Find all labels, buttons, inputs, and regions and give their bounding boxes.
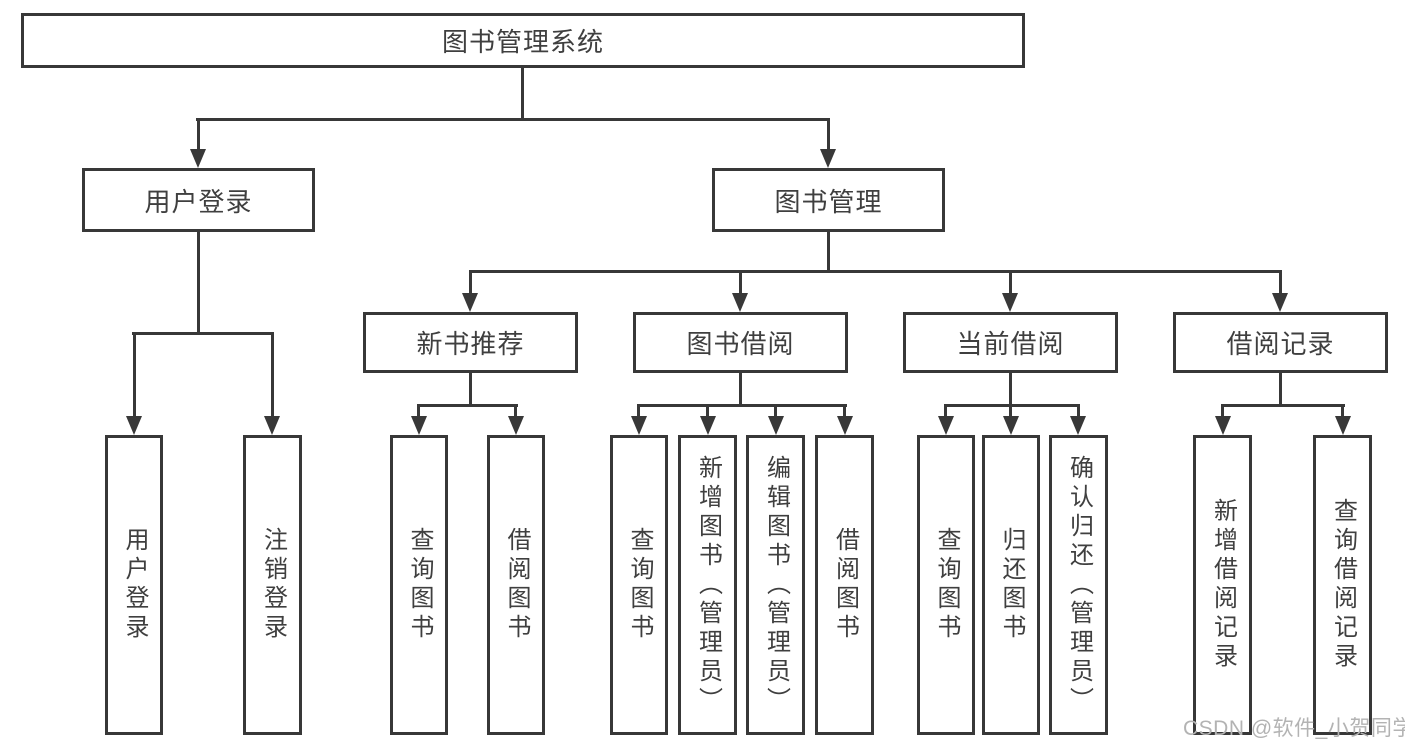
connector-leaf-drop [271,332,274,417]
connector-leaf-drop [1009,404,1012,418]
arrow-down-icon [126,416,142,435]
connector-root-stem [521,68,524,121]
leaf-label: 查询图书 [626,527,653,643]
arrow-down-icon [462,293,478,312]
arrow-down-icon [1272,293,1288,312]
arrow-down-icon [768,416,784,435]
connector-leaf-drop [843,404,846,418]
leaf-label: 查询借阅记录 [1329,498,1357,672]
arrow-down-icon [837,416,853,435]
node-user-login: 用户登录 [82,168,315,232]
arrow-down-icon [820,149,836,168]
arrow-down-icon [1215,416,1231,435]
arrow-down-icon [1003,416,1019,435]
connector-l3-drop [469,270,472,295]
leaf-label: 用户登录 [121,527,148,643]
csdn-watermark: CSDN @软件_小贺同学 [1183,717,1405,740]
node-label: 借阅记录 [1226,329,1335,359]
connector-bookmgmt-rail [469,270,1282,273]
arrow-down-icon [938,416,954,435]
node-label: 图书管理 [774,186,883,217]
node-label: 新书推荐 [416,329,525,359]
leaf-query-books-current: 查询图书 [917,435,975,735]
node-borrow-records: 借阅记录 [1173,312,1388,373]
node-label: 图书管理系统 [441,27,604,57]
leaf-add-borrow-record: 新增借阅记录 [1193,435,1252,735]
leaf-label: 编辑图书（管理员） [762,454,790,716]
connector-leaf-drop [1341,404,1344,418]
node-book-management: 图书管理 [712,168,945,232]
connector-l3-drop [1009,270,1012,295]
connector-leaf-drop [1221,404,1224,418]
node-new-book-recommend: 新书推荐 [363,312,578,373]
arrow-down-icon [411,416,427,435]
leaf-label: 查询图书 [933,527,960,643]
connector-leaf-drop [706,404,709,418]
arrow-down-icon [264,416,280,435]
leaf-query-books-borrow: 查询图书 [610,435,668,735]
leaf-add-book-admin: 新增图书（管理员） [678,435,737,735]
leaf-label: 归还图书 [998,527,1025,643]
connector-records-rail [1221,404,1345,407]
arrow-down-icon [508,416,524,435]
arrow-down-icon [190,149,206,168]
node-label: 当前借阅 [956,329,1065,359]
leaf-borrow-books-recommend: 借阅图书 [487,435,545,735]
leaf-label: 新增图书（管理员） [694,454,722,716]
leaf-label: 借阅图书 [831,527,859,643]
connector-user-rail [132,332,274,335]
connector-leaf-drop [514,404,517,418]
connector-bookmgmt-stem [827,232,830,273]
connector-l3-drop [739,270,742,295]
node-book-borrow: 图书借阅 [633,312,848,373]
connector-leaf-drop [133,332,136,417]
arrow-down-icon [1335,416,1351,435]
arrow-down-icon [700,416,716,435]
leaf-borrow-books: 借阅图书 [815,435,874,735]
leaf-label: 借阅图书 [503,527,530,643]
connector-root-rail [196,118,829,121]
leaf-label: 新增借阅记录 [1209,498,1237,672]
arrow-down-icon [631,416,647,435]
leaf-query-books-recommend: 查询图书 [390,435,448,735]
node-label: 用户登录 [144,186,253,217]
arrow-down-icon [1070,416,1086,435]
leaf-label: 确认归还（管理员） [1065,454,1093,716]
connector-user-login-drop [197,118,200,150]
connector-recommend-stem [469,373,472,407]
leaf-logout-login: 注销登录 [243,435,302,735]
connector-recommend-rail [417,404,518,407]
connector-l3-drop [1279,270,1282,295]
leaf-query-borrow-record: 查询借阅记录 [1313,435,1372,735]
connector-leaf-drop [774,404,777,418]
connector-leaf-drop [637,404,640,418]
connector-book-mgmt-drop [827,118,830,150]
connector-user-stem [197,232,200,335]
connector-current-rail [944,404,1080,407]
connector-leaf-drop [1077,404,1080,418]
arrow-down-icon [1002,293,1018,312]
connector-current-stem [1009,373,1012,407]
connector-borrow-rail [637,404,847,407]
arrow-down-icon [732,293,748,312]
leaf-confirm-return-admin: 确认归还（管理员） [1049,435,1108,735]
connector-leaf-drop [944,404,947,418]
leaf-return-book: 归还图书 [982,435,1040,735]
leaf-edit-book-admin: 编辑图书（管理员） [746,435,805,735]
node-label: 图书借阅 [686,329,795,359]
connector-borrow-stem [739,373,742,407]
connector-leaf-drop [417,404,420,418]
leaf-label: 查询图书 [406,527,433,643]
node-current-borrow: 当前借阅 [903,312,1118,373]
connector-records-stem [1279,373,1282,407]
node-library-management-system: 图书管理系统 [21,13,1025,68]
leaf-user-login: 用户登录 [105,435,163,735]
leaf-label: 注销登录 [259,527,287,643]
